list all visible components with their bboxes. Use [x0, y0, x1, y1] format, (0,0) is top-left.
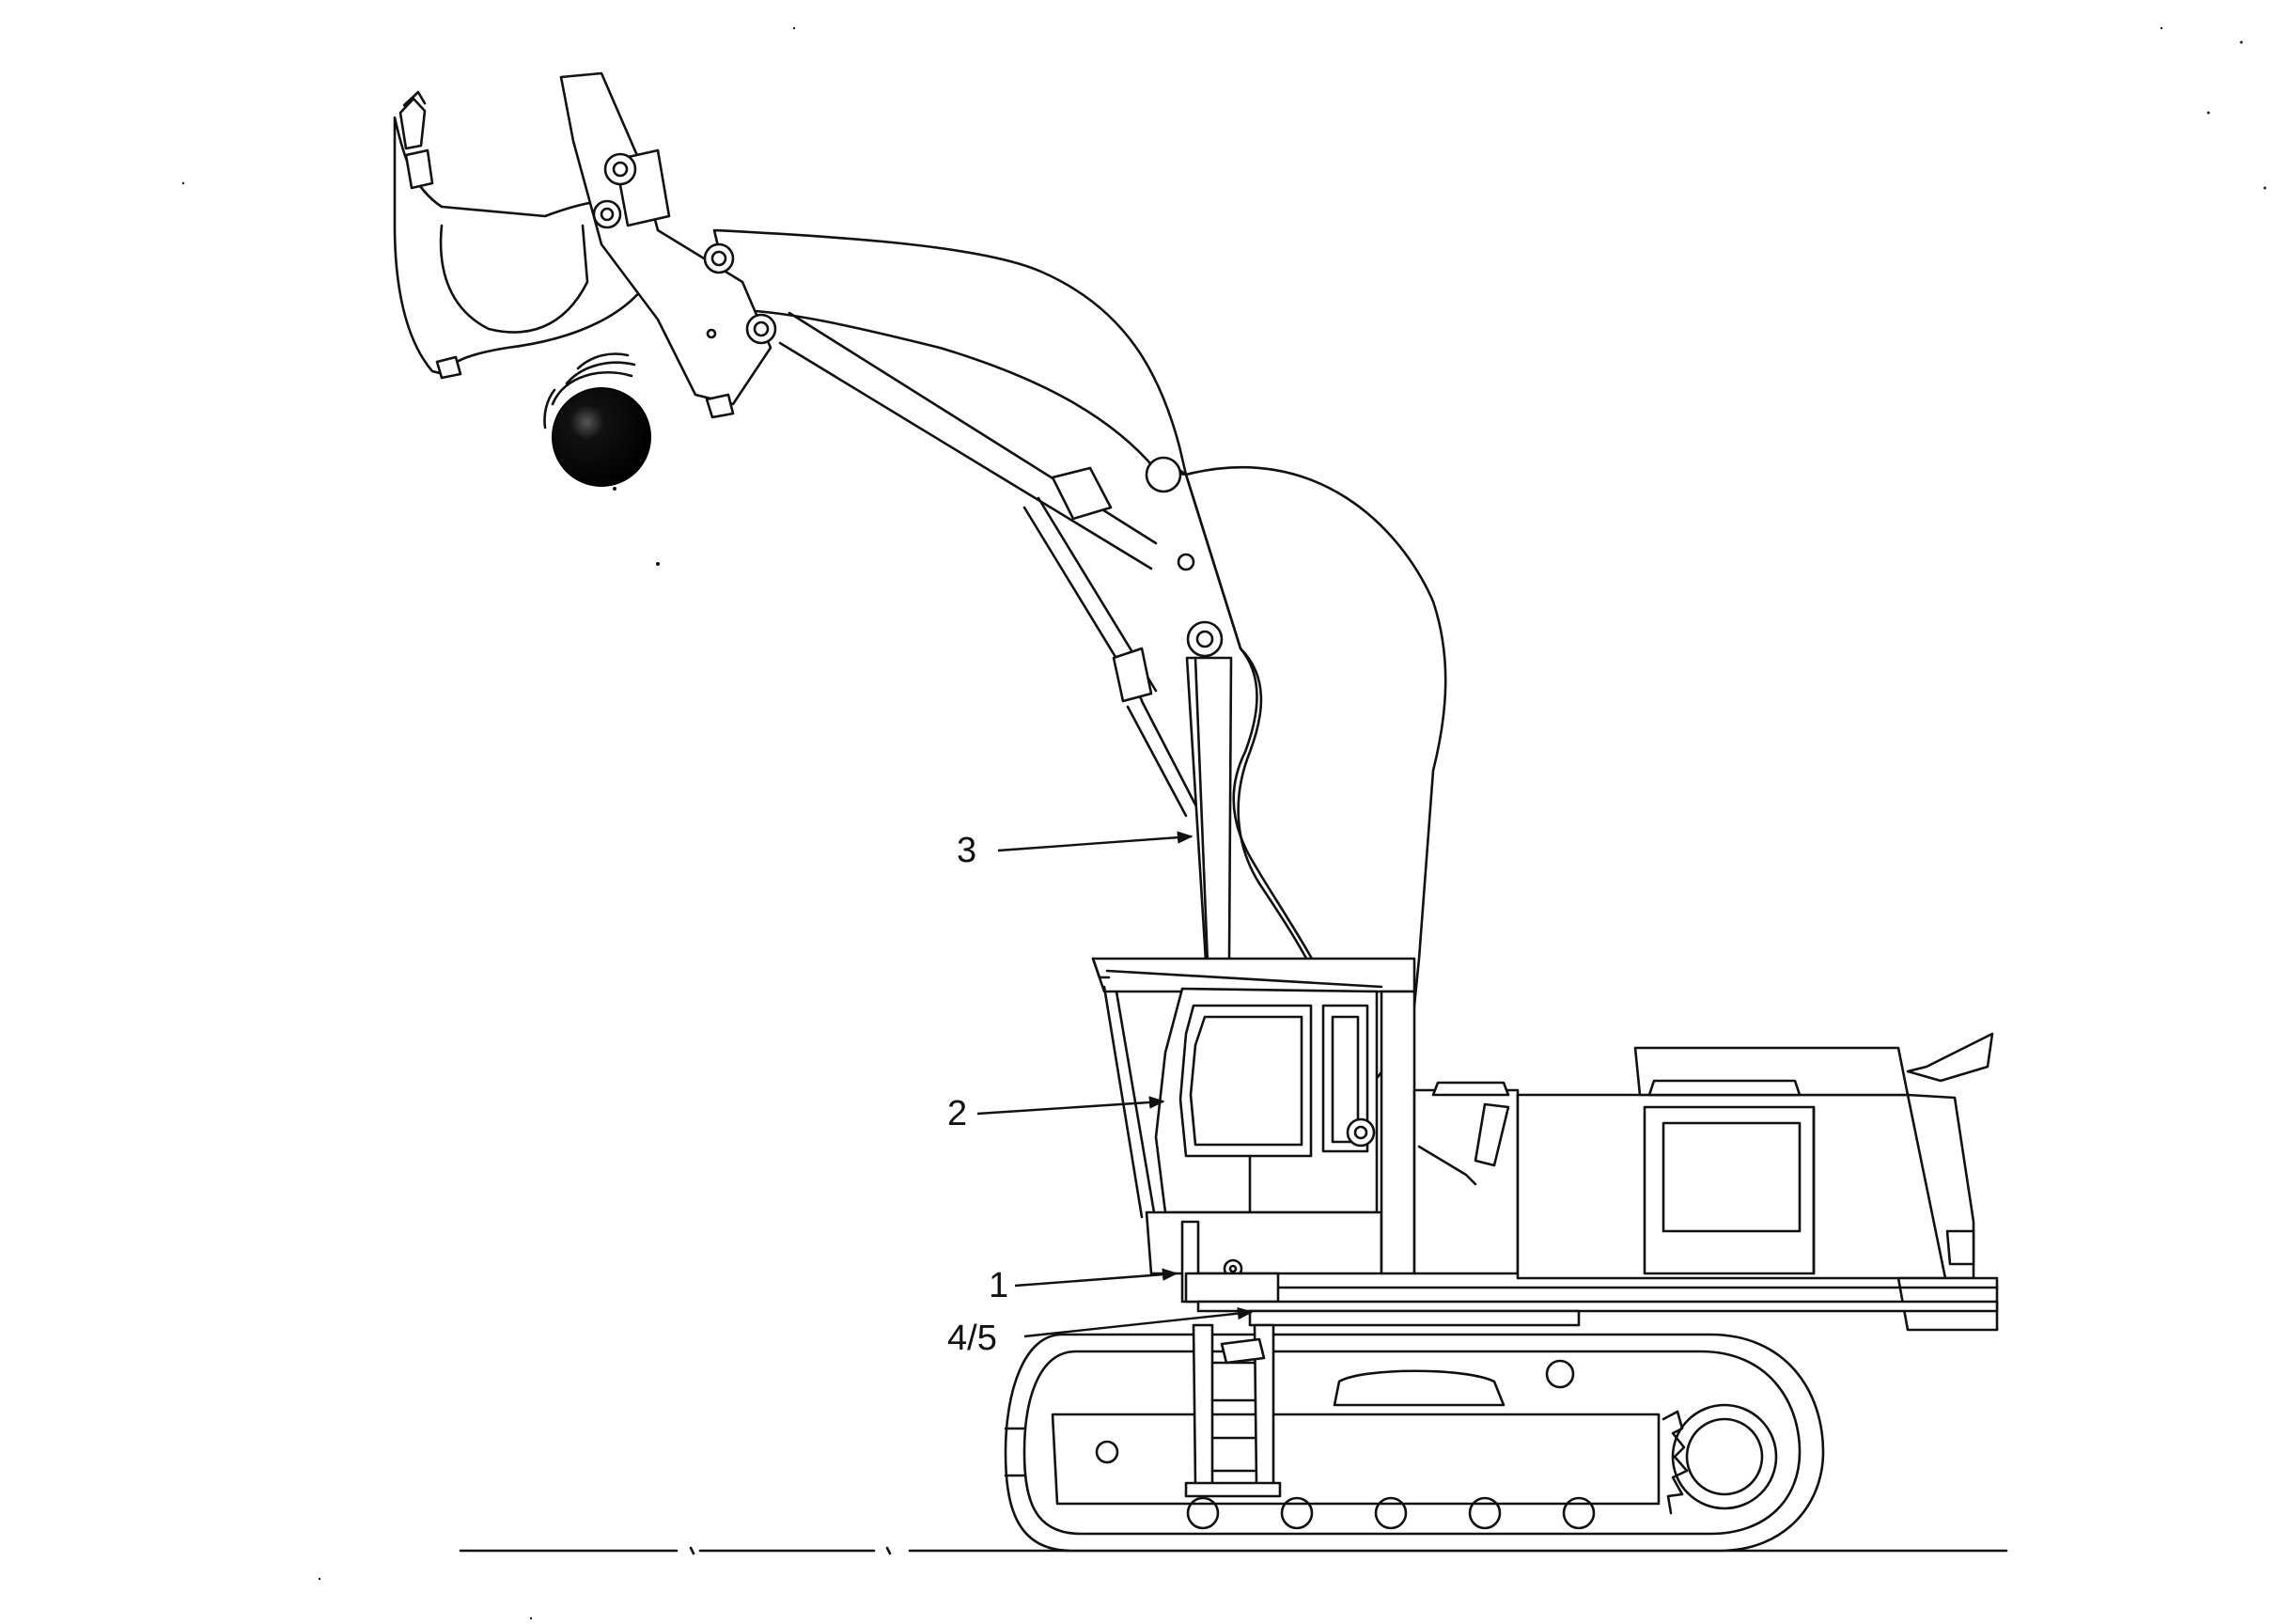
track-rollers	[1186, 1359, 1596, 1530]
swing-base	[1196, 1300, 1999, 1327]
operator-cab	[1154, 987, 1379, 1214]
cab-guard	[1091, 957, 1416, 1219]
callout-3: 3	[957, 831, 1194, 870]
upper-structure	[1276, 990, 1999, 1332]
stick-arm	[712, 228, 1188, 570]
falling-object	[543, 352, 660, 566]
bucket-linkage	[559, 71, 777, 419]
track-assembly	[1004, 1333, 1825, 1553]
boom-cylinder	[1185, 656, 1233, 965]
access-ladder	[1184, 1323, 1282, 1498]
callout-label-1: 1	[989, 1266, 1008, 1305]
callout-label-3: 3	[957, 831, 976, 870]
stick-cylinder	[1022, 466, 1200, 818]
callout-label-2: 2	[947, 1094, 967, 1133]
callout-4-5: 4/5	[947, 1306, 1254, 1358]
bucket	[393, 90, 660, 380]
cab-base	[1145, 1210, 1383, 1304]
scan-speckles	[181, 26, 2267, 1620]
callout-label-4-5: 4/5	[947, 1319, 997, 1358]
callout-1: 1	[989, 1266, 1178, 1305]
callout-2: 2	[947, 1094, 1165, 1133]
